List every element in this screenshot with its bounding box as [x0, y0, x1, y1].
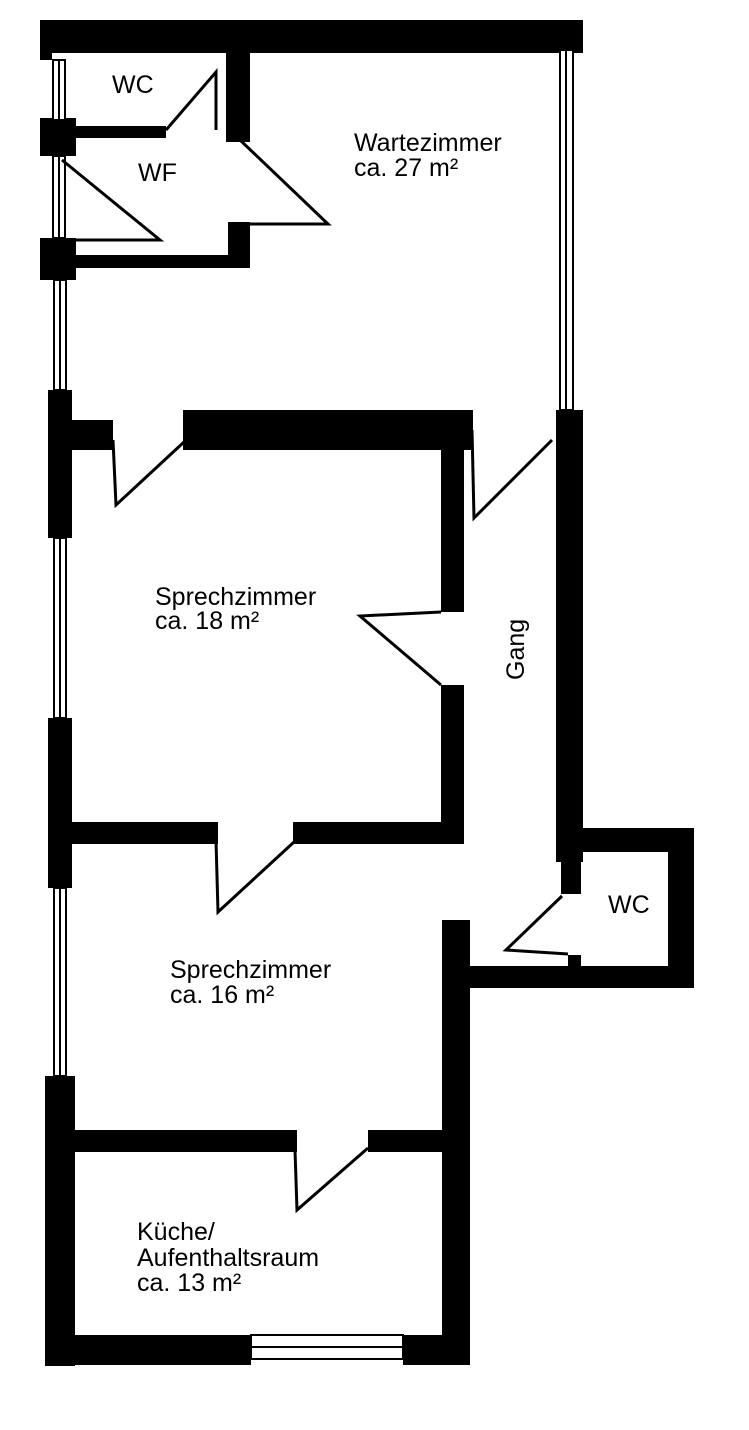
wall-gang-right — [556, 410, 583, 862]
wall-wc-side-right — [668, 828, 694, 988]
door-sz1-top-left — [111, 439, 186, 509]
door-wc-side — [502, 894, 569, 956]
wall-left-block-4 — [48, 718, 72, 888]
wall-wc-side-bottom — [442, 966, 694, 988]
label-wc-side: WC — [608, 891, 650, 919]
wall-bottom-right — [403, 1335, 470, 1365]
wall-sz1-right-lower — [441, 685, 464, 843]
wall-left-block-5 — [45, 1076, 75, 1366]
wall-sz1-bottom-left — [48, 822, 218, 844]
wall-left-block-2 — [40, 238, 76, 280]
wall-sz1-right-upper — [441, 410, 464, 612]
label-sprechzimmer-2: Sprechzimmer — [170, 956, 331, 984]
wall-top-right-cap — [571, 20, 583, 50]
wall-top — [40, 20, 583, 53]
label-wc-top: WC — [112, 71, 154, 99]
window-left-sz2 — [53, 887, 67, 1077]
label-sprechzimmer-1-area: ca. 18 m² — [155, 607, 259, 635]
wall-wc-post — [226, 42, 250, 142]
window-left-warte — [53, 279, 67, 391]
label-kueche-area: ca. 13 m² — [137, 1269, 241, 1297]
label-wartezimmer-area: ca. 27 m² — [354, 154, 458, 182]
wall-left-block-3 — [48, 390, 72, 538]
windows — [52, 49, 574, 1360]
label-kueche-line1: Küche/ — [137, 1218, 215, 1246]
door-wc-top — [164, 67, 218, 131]
wall-wf-post — [228, 222, 250, 268]
wall-sz1-top — [183, 410, 473, 450]
walls — [40, 20, 694, 1366]
label-sprechzimmer-2-area: ca. 16 m² — [170, 981, 274, 1009]
wall-sz1-bottom-right — [293, 822, 464, 844]
window-bottom-kueche — [250, 1334, 404, 1360]
wall-wc-side-stub — [568, 955, 581, 967]
label-kueche-line2: Aufenthaltsraum — [137, 1244, 319, 1272]
wall-left-stub — [48, 420, 113, 450]
door-sz1-right — [356, 610, 442, 687]
wall-bottom-left — [45, 1335, 251, 1365]
label-sprechzimmer-1: Sprechzimmer — [155, 583, 316, 611]
wall-top-left-cap — [40, 20, 52, 60]
door-sz1-bottom — [214, 839, 296, 916]
door-wf-right — [238, 138, 332, 226]
window-left-top — [52, 59, 66, 121]
wall-wf-bottom — [42, 255, 250, 268]
door-gang-top — [470, 429, 554, 522]
doors — [61, 67, 569, 1214]
label-wf: WF — [138, 159, 177, 187]
window-right-warte — [559, 49, 574, 411]
door-kueche-top — [293, 1146, 369, 1214]
window-left-wf — [52, 155, 66, 239]
label-wartezimmer: Wartezimmer — [354, 129, 502, 157]
label-gang: Gang — [502, 619, 530, 680]
wall-wc-side-post — [561, 852, 581, 894]
door-wf-bottom — [61, 158, 165, 242]
wall-kueche-top-right — [368, 1130, 458, 1152]
wall-kueche-top-left — [45, 1130, 297, 1152]
room-labels: WC WF Wartezimmer ca. 27 m² Sprechzimmer… — [112, 71, 650, 1297]
window-left-sz1 — [53, 537, 67, 719]
wall-left-block-1 — [40, 118, 76, 156]
